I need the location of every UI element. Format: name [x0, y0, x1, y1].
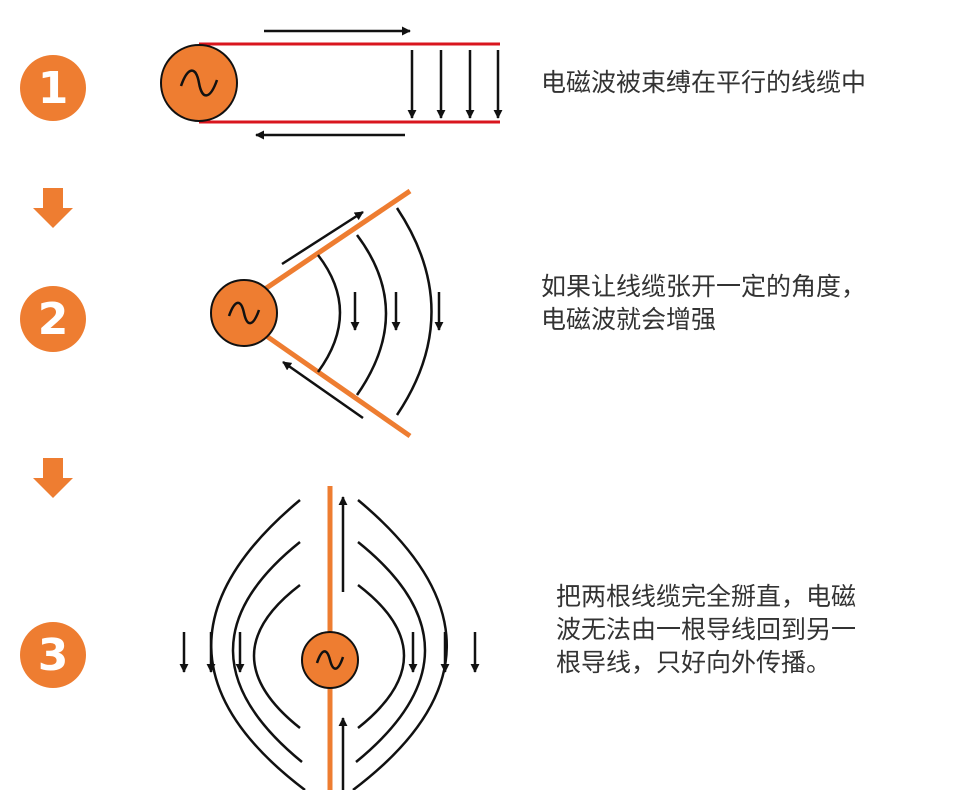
caption-line: 波无法由一根导线回到另一	[556, 615, 857, 644]
diagram-straight-wire	[179, 486, 480, 790]
step-3-caption: 把两根线缆完全掰直，电磁 波无法由一根导线回到另一 根导线，只好向外传播。	[556, 580, 856, 679]
step-2-badge: 2	[20, 286, 86, 352]
diagram-parallel-wires	[160, 26, 503, 140]
upper-wire	[263, 188, 412, 292]
field-line	[231, 541, 303, 763]
current-arrow-lower	[282, 360, 364, 420]
current-arrow-upper	[281, 210, 364, 266]
down-arrow-icon	[33, 458, 73, 498]
svg-text:1: 1	[38, 63, 69, 114]
field-line	[357, 584, 406, 729]
caption-line: 根导线，只好向外传播。	[556, 648, 832, 677]
field-line	[316, 254, 342, 373]
caption-line: 把两根线缆完全掰直，电磁	[556, 582, 857, 611]
field-line	[355, 234, 388, 396]
caption-line: 电磁波就会增强	[541, 305, 717, 334]
diagram-opened-wires	[210, 188, 444, 439]
step-1-badge: 1	[20, 55, 86, 121]
caption-line: 如果让线缆张开一定的角度，	[541, 272, 867, 301]
down-arrow-icon	[33, 188, 73, 228]
step-2-caption: 如果让线缆张开一定的角度， 电磁波就会增强	[541, 270, 866, 336]
svg-text:3: 3	[38, 630, 69, 681]
step-1-caption: 电磁波被束缚在平行的线缆中	[541, 66, 866, 99]
field-line	[252, 584, 301, 729]
field-line	[395, 207, 433, 416]
field-line	[210, 499, 306, 790]
ac-source-icon	[210, 279, 278, 347]
step-3-badge: 3	[20, 622, 86, 688]
lower-wire	[263, 332, 412, 439]
field-line	[355, 541, 427, 763]
ac-source-icon	[301, 631, 359, 689]
field-line	[352, 499, 448, 790]
ac-source-icon	[160, 44, 238, 122]
svg-text:2: 2	[38, 294, 69, 345]
caption-line: 电磁波被束缚在平行的线缆中	[541, 68, 867, 97]
